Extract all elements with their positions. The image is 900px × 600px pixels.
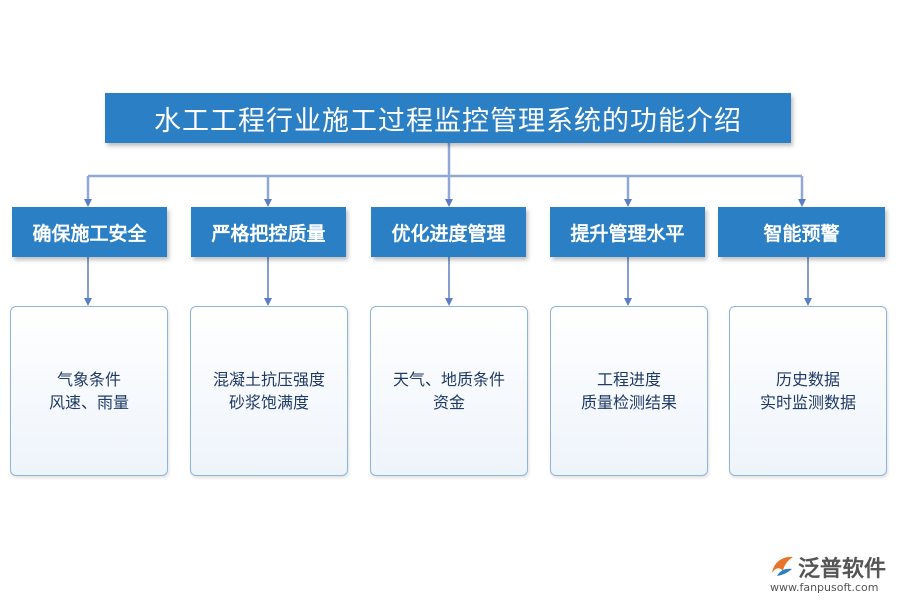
detail-box-quality: 混凝土抗压强度 砂浆饱满度 — [190, 306, 348, 476]
diagram-title: 水工工程行业施工过程监控管理系统的功能介绍 — [105, 93, 791, 143]
detail-line: 资金 — [432, 393, 465, 412]
brand-name: 泛普软件 — [798, 557, 887, 582]
detail-box-warning: 历史数据 实时监测数据 — [729, 306, 887, 476]
detail-box-schedule: 天气、地质条件 资金 — [370, 306, 528, 476]
detail-line: 工程进度 — [596, 370, 661, 389]
detail-box-safety: 气象条件 风速、雨量 — [10, 306, 168, 476]
detail-box-management: 工程进度 质量检测结果 — [550, 306, 708, 476]
brand-watermark: 泛普软件 www.fanpusoft.com — [768, 551, 893, 596]
detail-line: 混凝土抗压强度 — [212, 370, 325, 389]
detail-line: 天气、地质条件 — [392, 370, 505, 389]
category-box-management: 提升管理水平 — [550, 207, 705, 257]
brand-url: www.fanpusoft.com — [770, 581, 879, 594]
category-box-schedule: 优化进度管理 — [371, 207, 526, 257]
fanpu-logo-icon — [772, 556, 793, 576]
category-box-safety: 确保施工安全 — [12, 207, 167, 257]
detail-line: 实时监测数据 — [759, 393, 856, 412]
detail-line: 质量检测结果 — [580, 393, 677, 412]
detail-line: 历史数据 — [775, 370, 840, 389]
detail-line: 砂浆饱满度 — [228, 393, 309, 412]
detail-line: 风速、雨量 — [48, 393, 129, 412]
category-box-quality: 严格把控质量 — [191, 207, 346, 257]
category-box-warning: 智能预警 — [718, 207, 885, 257]
detail-line: 气象条件 — [56, 370, 121, 389]
